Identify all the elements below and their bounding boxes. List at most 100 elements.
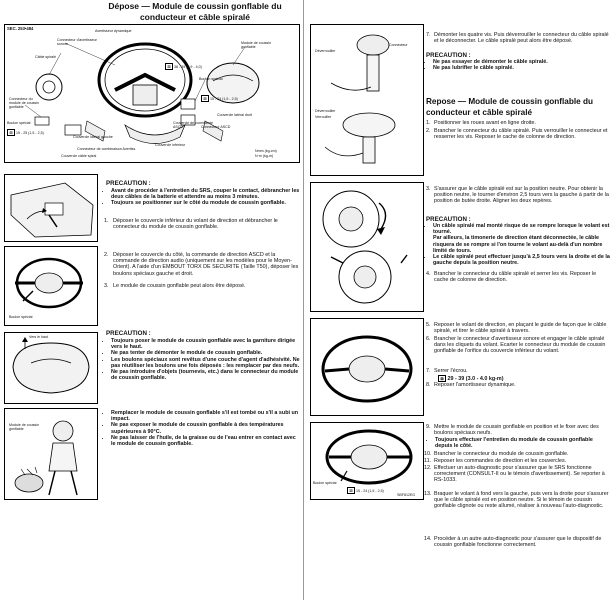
lower-cover-drawing: [10, 182, 94, 238]
step-number: 2.: [426, 128, 431, 134]
precaution-item: Ne pas introduire d'objets (tournevis, e…: [111, 369, 300, 381]
step-number: 9.: [426, 424, 431, 430]
figure-code: SBF812EG: [397, 493, 416, 497]
upward-label: Vers le haut: [29, 335, 48, 339]
step-text: Serrer l'écrou.: [434, 368, 468, 374]
steering-wheel-drawing: [321, 335, 413, 403]
step-number: 12.: [424, 465, 432, 471]
label-horn-connector: Connecteur d'avertisseur sonore: [57, 38, 97, 46]
label-ascd-connector: Connecteur ASCD: [201, 125, 231, 129]
step-number: 1.: [104, 218, 109, 224]
step-text: Démonter les quatre vis. Puis déverrouil…: [434, 32, 609, 45]
step-number: 5.: [426, 322, 431, 328]
precaution-item: Avant de procéder à l'entretien du SRS, …: [111, 188, 300, 200]
airbag-up-drawing: [12, 337, 90, 394]
exploded-view-figure: SEC. 253•484 Avertisseur dynamique Conne…: [4, 24, 300, 163]
precaution-list-5: Un câble spiralé mal monté risque de se …: [426, 223, 610, 266]
step-number: 3.: [104, 283, 109, 289]
label-dynamic-damper: Avertisseur dynamique: [95, 29, 132, 33]
torque-1: ⊠ 15 - 25 (1,5 - 2,5): [7, 129, 44, 136]
precaution-item: Ne pas exposer le module de coussin gonf…: [111, 422, 300, 434]
special-bolt-drawing: [15, 257, 83, 309]
precaution-item: Par ailleurs, la timonerie de direction …: [433, 235, 603, 254]
precaution-list-4: Ne pas essayer de démonter le câble spir…: [426, 59, 610, 71]
install-title: Repose — Module de coussin gonflable du …: [426, 96, 612, 118]
service-note-text: Toujours effectuer l'entretien du module…: [435, 437, 610, 449]
step-text: Déposer le couvercle inférieur du volant…: [113, 218, 278, 231]
step-text: Effectuer un auto-diagnostic pour s'assu…: [434, 465, 605, 484]
airbag-up-figure: Vers le haut: [4, 332, 98, 404]
section-code: SEC. 253•484: [7, 26, 34, 31]
unlock-label: Déverrouiller: [315, 49, 336, 53]
step-number: 13.: [424, 491, 432, 497]
step-number: 10.: [424, 451, 432, 457]
unlock-label-2: Déverrouiller: [315, 109, 336, 113]
precaution-heading-3: PRECAUTION :: [426, 52, 471, 59]
step-number: 14.: [424, 536, 432, 542]
airbag-module-label: Module de coussin gonflable: [9, 423, 39, 431]
steering-wheel-figure: [310, 318, 424, 416]
step-text: Brancher le connecteur du module de cous…: [434, 451, 569, 457]
nut-torque-value: 29 - 39 (3.0 - 4.0 kg-m): [447, 376, 504, 382]
label-unit-nmm: Nmm (kg-cm): [255, 149, 277, 153]
right-column: Déverrouiller Connecteur Déverrouiller V…: [306, 0, 612, 600]
step-text: Reposer les commandes de direction et le…: [434, 458, 567, 464]
neutral-position-figure: [310, 182, 424, 312]
left-column: Dépose — Module de coussin gonflable du …: [0, 0, 301, 600]
label-ascd-cover: Couvercle de commande ASCD: [173, 121, 213, 129]
step-text: Reposer l'amortisseur dynamique.: [434, 382, 516, 388]
torque-3: ⊠ 15 - 24 (1,5 - 2,5): [201, 95, 238, 102]
install-title-line2: conducteur et câble spiralé: [426, 108, 533, 117]
step-number: 7.: [426, 32, 431, 38]
step-number: 7.: [426, 368, 431, 374]
torque-3-value: 15 - 24 (1,5 - 2,5): [210, 97, 238, 101]
precaution-list-2: Toujours poser le module de coussin gonf…: [104, 338, 300, 381]
step-text: Le module de coussin gonflable peut alor…: [113, 283, 246, 289]
spiral-cable-drawing: [324, 34, 396, 164]
service-note: Toujours effectuer l'entretien du module…: [428, 437, 610, 449]
step-text: Brancher le connecteur du câble spiralé.…: [434, 128, 608, 141]
precaution-list-1: Avant de procéder à l'entretien du SRS, …: [104, 188, 300, 207]
step-number: 3.: [426, 186, 431, 192]
step-text: Mettre le module de coussin gonflable en…: [434, 424, 599, 437]
airbag-drop-drawing: [14, 420, 78, 496]
special-bolt-figure: Boulon spécial: [4, 246, 98, 326]
precaution-heading-1: PRECAUTION :: [106, 180, 151, 187]
step-text: Brancher le connecteur d'avertisseur son…: [434, 336, 606, 355]
airbag-install-drawing: [325, 429, 413, 485]
neutral-position-drawing: [322, 190, 408, 304]
precaution-heading-2: PRECAUTION :: [106, 330, 151, 337]
removal-title-line2: conducteur et câble spiralé: [139, 12, 251, 22]
spiral-cable-figure: Déverrouiller Connecteur Déverrouiller V…: [310, 24, 424, 176]
column-divider: [303, 0, 304, 600]
step-text: Braquer le volant à fond vers la gauche,…: [434, 491, 609, 510]
bolt-torque: ⊠ 15 - 24 (1,5 - 2,5): [347, 487, 384, 494]
torque-1-value: 15 - 25 (1,5 - 2,5): [16, 131, 44, 135]
precaution-item: Ne pas laisser de l'huile, de la graisse…: [111, 435, 300, 447]
nut-torque: ⊠ 29 - 39 (3.0 - 4.0 kg-m): [438, 375, 504, 382]
step-text: Déposer le couvercle du côté, la command…: [113, 252, 299, 277]
label-unit-nm: N·m (kg-m): [255, 154, 274, 158]
precaution-item: Remplacer le module de coussin gonflable…: [111, 410, 300, 422]
label-right-cover: Couvercle latéral droit: [217, 113, 252, 117]
label-lower-cover: Couvercle inférieur: [155, 143, 186, 147]
step-number: 4.: [426, 271, 431, 277]
removal-title-line1: Dépose — Module de coussin gonflable du: [108, 1, 282, 11]
step-text: S'assurer que le câble spiralé est sur l…: [434, 186, 609, 205]
torque-icon: ⊠: [438, 375, 446, 382]
step-text: Reposer le volant de direction, en plaça…: [434, 322, 607, 335]
label-left-cover: Couvercle latéral gauche: [73, 135, 113, 139]
airbag-drop-figure: Module de coussin gonflable: [4, 408, 98, 500]
precaution-item: Ne pas essayer de démonter le câble spir…: [433, 59, 610, 65]
precaution-item: Les boulons spéciaux sont revêtus d'une …: [111, 357, 300, 369]
step-text: Brancher le connecteur du câble spiralé …: [434, 271, 597, 284]
precaution-item: Le câble spiralé peut effectuer jusqu'à …: [433, 254, 610, 266]
airbag-install-figure: Boulon spécial ⊠ 15 - 24 (1,5 - 2,5) SBF…: [310, 422, 424, 500]
precaution-item: Toujours se positionner sur le côté du m…: [111, 200, 300, 206]
label-special-bolt-2: Boulon spécial: [7, 121, 31, 125]
step-text: Procéder à un autre auto-diagnostic pour…: [434, 536, 602, 549]
step-number: 2.: [104, 252, 109, 258]
precaution-heading-4: PRECAUTION :: [426, 216, 471, 223]
lock-label: Verrouiller: [315, 115, 332, 119]
exploded-view-drawing: [24, 42, 260, 144]
